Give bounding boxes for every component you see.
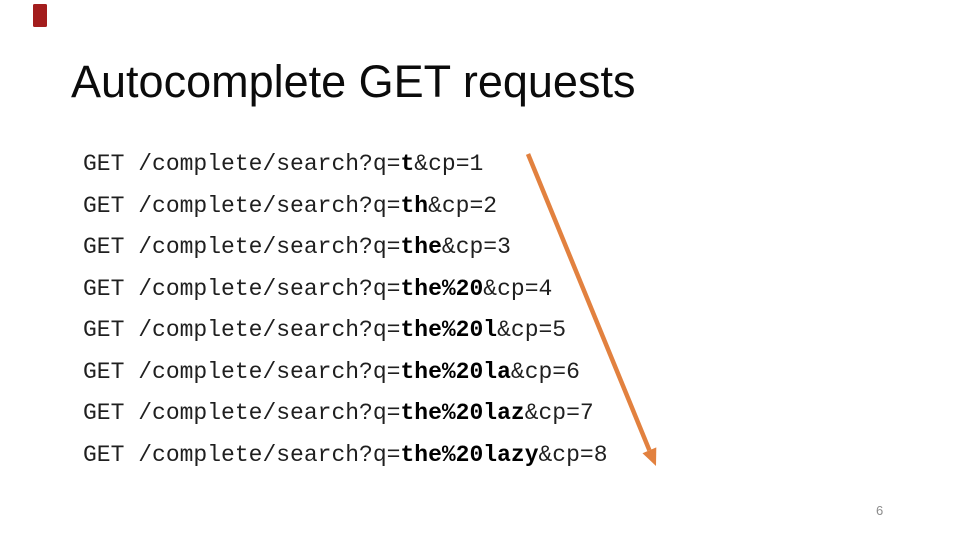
cp-param: &cp=3 [441, 234, 511, 260]
query-value: the [400, 234, 442, 260]
request-path: /complete/search?q= [124, 275, 401, 302]
request-path: /complete/search?q= [124, 192, 401, 219]
query-value: the%20lazy [400, 441, 539, 468]
request-path: /complete/search?q= [124, 234, 401, 260]
request-path: /complete/search?q= [124, 358, 401, 385]
http-method: GET [83, 400, 125, 426]
cp-param: &cp=2 [428, 192, 498, 219]
cp-param: &cp=4 [483, 275, 553, 302]
http-method: GET [83, 234, 125, 260]
get-requests-list: GET /complete/search?q=t&cp=1 GET /compl… [83, 144, 608, 476]
cp-param: &cp=7 [524, 400, 594, 426]
http-method: GET [83, 441, 125, 468]
get-request-line: GET /complete/search?q=the&cp=3 [83, 227, 608, 269]
get-request-line: GET /complete/search?q=th&cp=2 [83, 186, 608, 228]
http-method: GET [83, 275, 125, 302]
http-method: GET [83, 358, 125, 385]
query-value: the%20la [400, 358, 511, 385]
get-request-line: GET /complete/search?q=the%20l&cp=5 [83, 310, 608, 352]
query-value: th [400, 192, 429, 219]
arrow-head [642, 447, 657, 466]
query-value: the%20 [400, 275, 484, 302]
corner-accent-mark [33, 4, 47, 27]
cp-param: &cp=6 [510, 358, 580, 385]
request-path: /complete/search?q= [124, 317, 401, 343]
get-request-line: GET /complete/search?q=the%20laz&cp=7 [83, 393, 608, 435]
http-method: GET [83, 317, 125, 343]
request-path: /complete/search?q= [124, 151, 401, 177]
query-value: the%20laz [400, 400, 525, 426]
request-path: /complete/search?q= [124, 441, 401, 468]
cp-param: &cp=1 [414, 151, 484, 177]
get-request-line: GET /complete/search?q=the%20&cp=4 [83, 269, 608, 311]
cp-param: &cp=5 [497, 317, 567, 343]
http-method: GET [83, 192, 125, 219]
page-number: 6 [876, 503, 884, 518]
http-method: GET [83, 151, 125, 177]
get-request-line: GET /complete/search?q=the%20lazy&cp=8 [83, 435, 608, 477]
get-request-line: GET /complete/search?q=t&cp=1 [83, 144, 608, 186]
request-path: /complete/search?q= [124, 400, 401, 426]
corner-accent-rect [33, 4, 47, 27]
query-value: t [400, 151, 415, 177]
query-value: the%20l [400, 317, 498, 343]
slide-title: Autocomplete GET requests [71, 56, 636, 107]
get-request-line: GET /complete/search?q=the%20la&cp=6 [83, 352, 608, 394]
cp-param: &cp=8 [538, 441, 608, 468]
